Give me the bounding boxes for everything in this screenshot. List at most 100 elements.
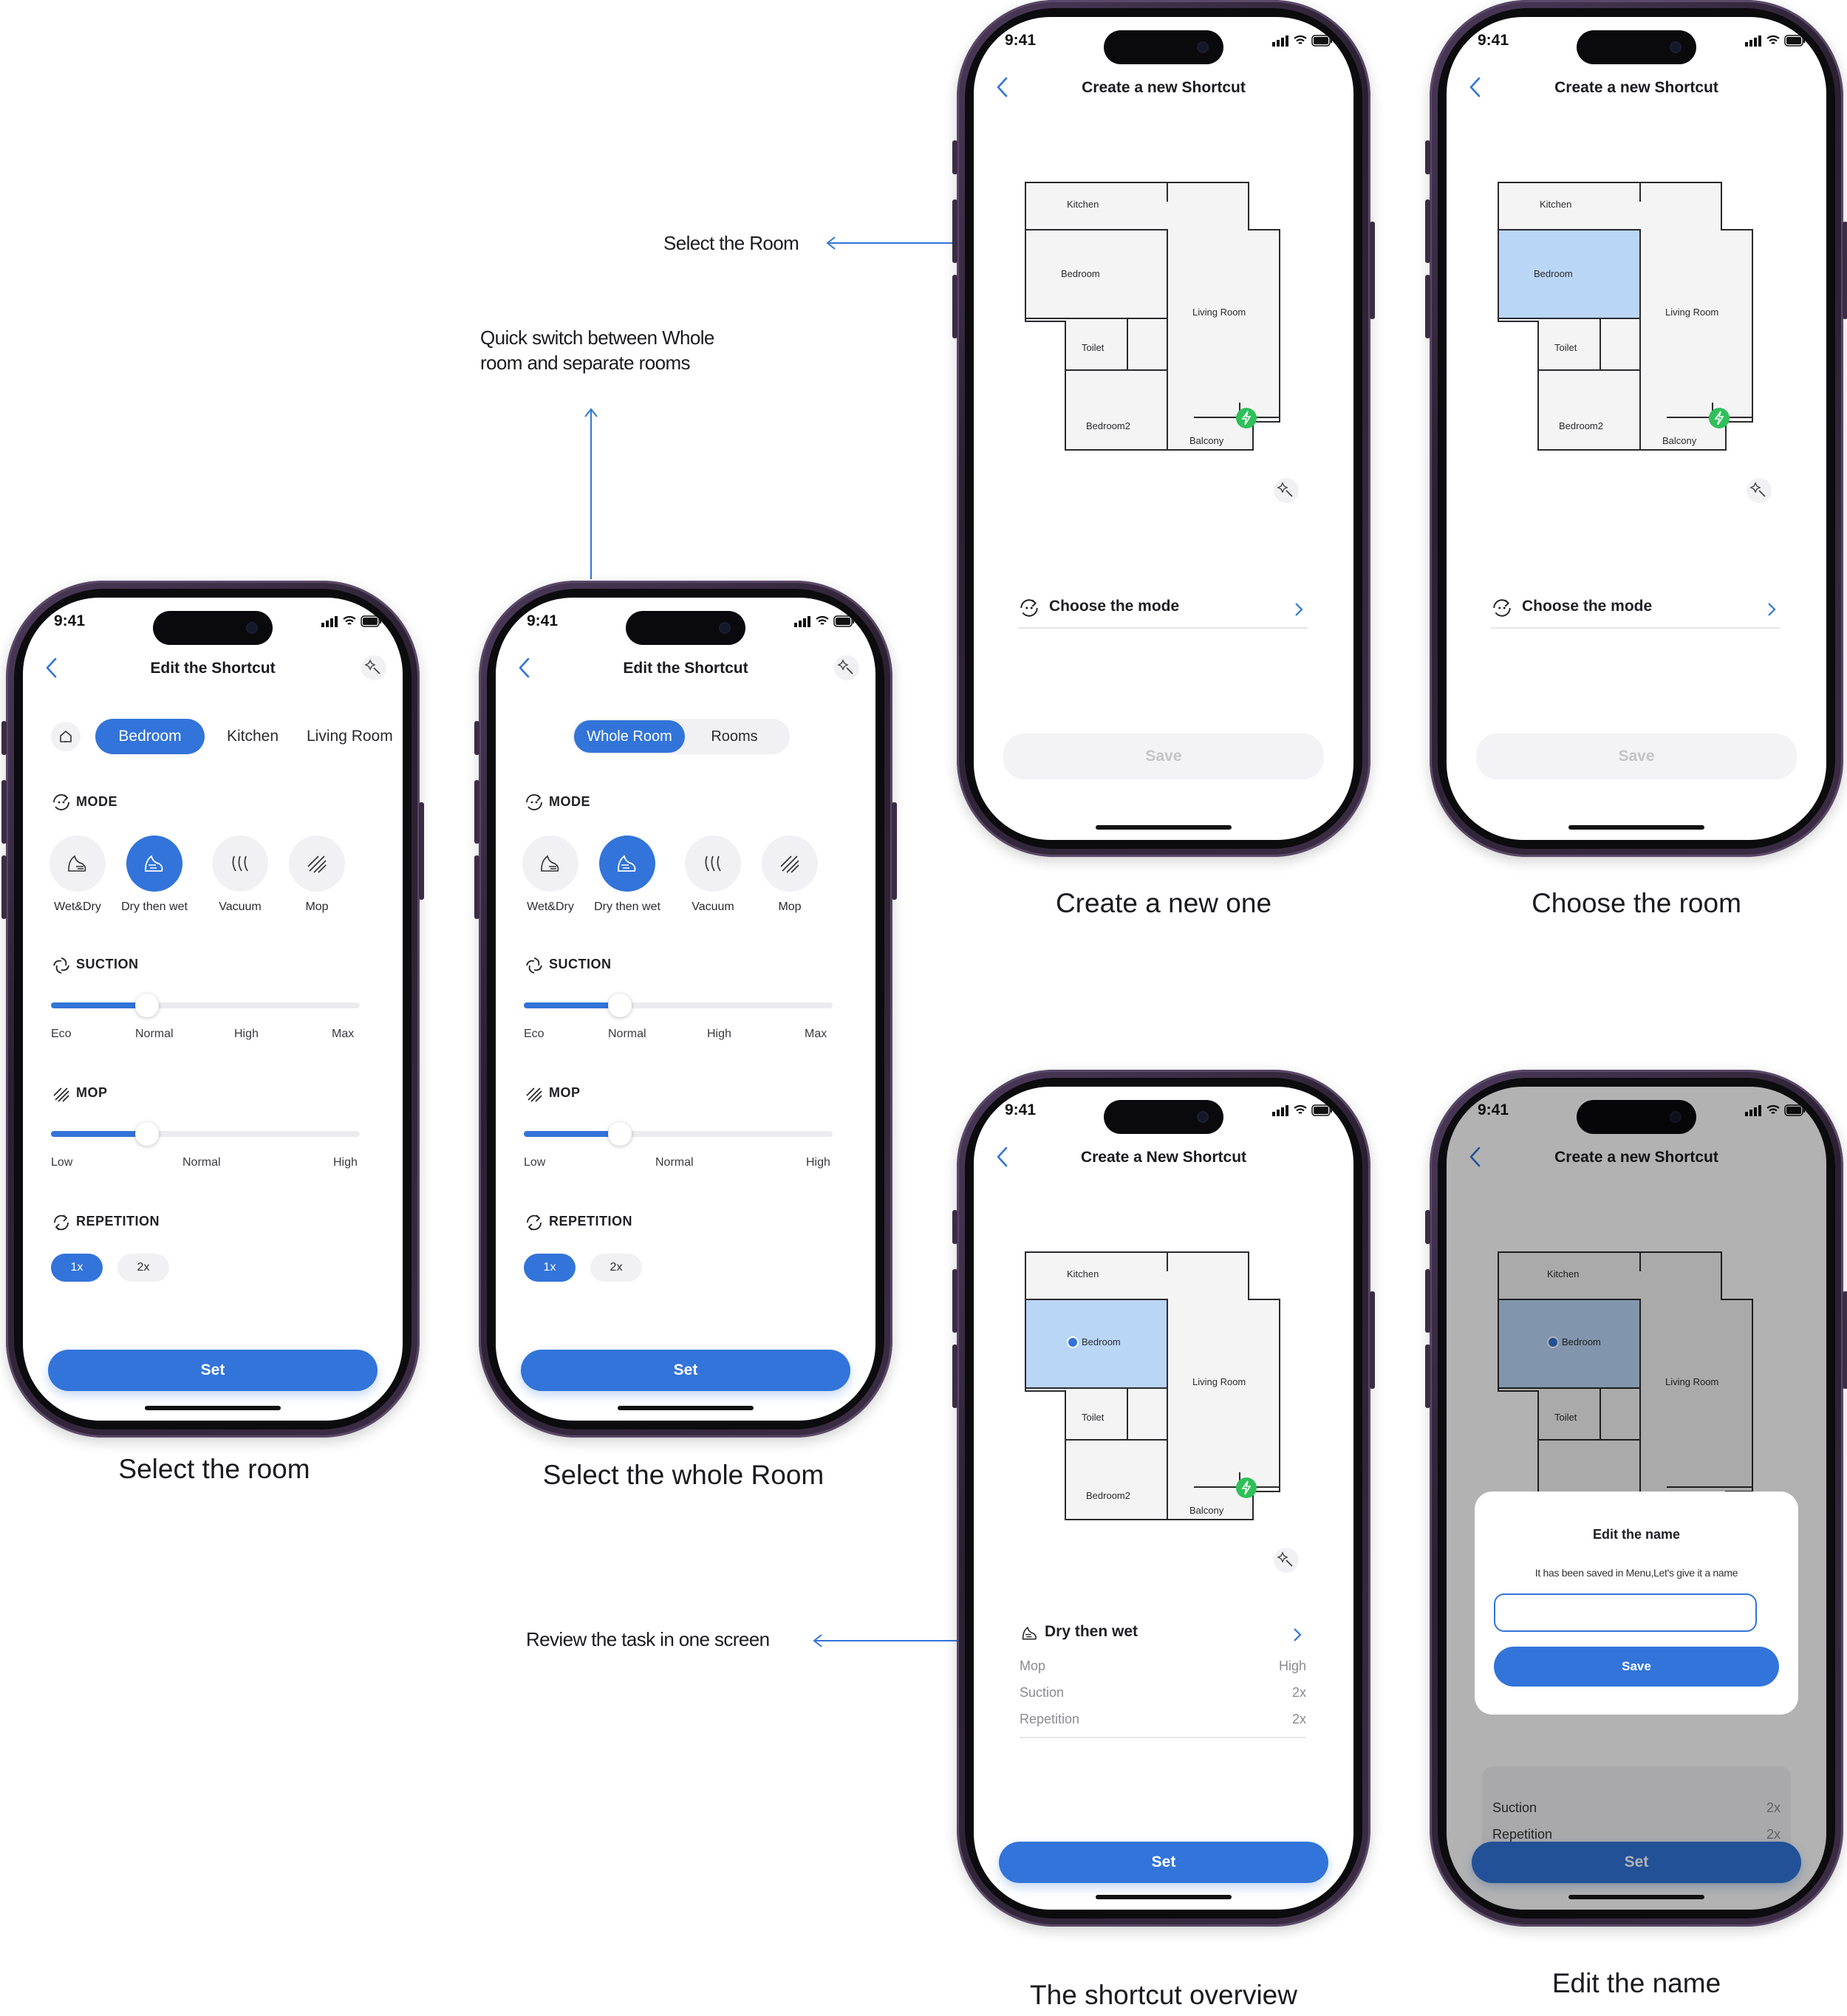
magic-wand-icon (1749, 482, 1766, 497)
save-button-disabled[interactable]: Save (1476, 734, 1797, 779)
room-label-living-room[interactable]: Living Room (1665, 1376, 1719, 1387)
back-chevron-icon[interactable] (1469, 1146, 1482, 1168)
phone-edit-whole-room: 9:41 Edit the Shortcut Whole Room Rooms … (474, 581, 897, 1438)
mop-tick-high: High (333, 1156, 358, 1169)
magic-wand-icon (1277, 1551, 1293, 1567)
choose-mode-row[interactable]: Choose the mode (1018, 590, 1308, 629)
map-magic-button[interactable] (1274, 1548, 1299, 1573)
modal-save-button[interactable]: Save (1494, 1647, 1779, 1687)
mop-section-title: MOP (51, 1082, 199, 1103)
room-label-living-room[interactable]: Living Room (1192, 1376, 1246, 1387)
room-tabs: Bedroom Kitchen Living Room (36, 719, 403, 754)
phone-edit-name: 9:41 Create a new Shortcut Kitchen Bedro… (1425, 1070, 1847, 1927)
segment-rooms[interactable]: Rooms (711, 728, 758, 745)
choose-mode-label: Choose the mode (1522, 598, 1653, 615)
room-label-living-room[interactable]: Living Room (1665, 307, 1719, 318)
suction-slider[interactable] (51, 994, 360, 1017)
repetition-1x[interactable]: 1x (51, 1254, 103, 1282)
name-input[interactable] (1494, 1593, 1757, 1632)
room-label-bedroom2[interactable]: Bedroom2 (1086, 1490, 1130, 1501)
annotation-select-room: Select the Room (663, 232, 799, 254)
save-button-disabled[interactable]: Save (1003, 734, 1324, 779)
annotation-review: Review the task in one screen (526, 1628, 770, 1650)
room-label-kitchen[interactable]: Kitchen (1067, 1268, 1099, 1279)
overview-mode-row[interactable]: Dry then wet (1020, 1619, 1306, 1648)
vacuum-icon (232, 855, 248, 872)
room-label-kitchen[interactable]: Kitchen (1067, 199, 1099, 210)
arrow-review (813, 1634, 984, 1647)
room-label-kitchen[interactable]: Kitchen (1540, 199, 1572, 210)
tab-bedroom[interactable]: Bedroom (95, 719, 205, 754)
vacuum-icon (705, 855, 721, 872)
mop-slider[interactable] (524, 1122, 833, 1146)
suction-slider-knob[interactable] (135, 994, 159, 1017)
repetition-2x[interactable]: 2x (117, 1254, 169, 1282)
set-button[interactable]: Set (999, 1842, 1328, 1883)
segment-whole-room[interactable]: Whole Room (574, 720, 685, 753)
mode-cycle-icon (526, 794, 542, 810)
room-label-bedroom2[interactable]: Bedroom2 (1559, 420, 1603, 431)
back-chevron-icon[interactable] (996, 76, 1009, 98)
floor-map: Kitchen Bedroom Living Room Toilet Bedro… (1024, 181, 1299, 503)
room-label-bedroom[interactable]: Bedroom (1562, 1336, 1601, 1347)
back-chevron-icon[interactable] (1469, 76, 1482, 98)
magic-wand-icon (1277, 482, 1293, 497)
room-label-toilet[interactable]: Toilet (1082, 342, 1105, 353)
suction-tick-normal: Normal (135, 1028, 174, 1040)
mop-slider[interactable] (51, 1122, 360, 1146)
map-magic-button[interactable] (1747, 478, 1772, 503)
magic-wand-button[interactable] (361, 655, 386, 680)
charging-dock-icon (1236, 1477, 1257, 1498)
wet-dry-icon (541, 855, 559, 872)
status-icons (794, 615, 854, 627)
suction-tick-max: Max (805, 1028, 827, 1040)
phone-edit-room: 9:41 Edit the Shortcut Bedroom Kitchen L… (1, 581, 424, 1438)
room-label-bedroom2[interactable]: Bedroom2 (1086, 420, 1130, 431)
set-button[interactable]: Set (521, 1350, 850, 1391)
suction-tick-normal: Normal (608, 1028, 646, 1040)
modal-subtitle: It has been saved in Menu,Let's give it … (1534, 1567, 1738, 1579)
room-label-balcony[interactable]: Balcony (1662, 435, 1697, 446)
room-label-toilet[interactable]: Toilet (1554, 342, 1577, 353)
tab-kitchen[interactable]: Kitchen (227, 728, 279, 745)
room-label-bedroom[interactable]: Bedroom (1534, 268, 1573, 279)
back-chevron-icon[interactable] (45, 657, 58, 679)
repetition-2x[interactable]: 2x (590, 1254, 642, 1282)
back-chevron-icon[interactable] (518, 657, 531, 679)
map-magic-button[interactable] (1274, 478, 1299, 503)
status-icons (321, 615, 381, 627)
tab-living-room[interactable]: Living Room (307, 728, 393, 745)
room-label-toilet[interactable]: Toilet (1554, 1412, 1577, 1423)
floor-plan (1025, 182, 1280, 451)
repetition-1x[interactable]: 1x (524, 1254, 576, 1282)
suction-slider-knob[interactable] (608, 994, 632, 1017)
room-label-balcony[interactable]: Balcony (1189, 435, 1224, 446)
mode-section-title: MODE (524, 791, 672, 812)
page-title: Create a New Shortcut (1080, 1149, 1247, 1166)
room-label-toilet[interactable]: Toilet (1082, 1412, 1105, 1423)
back-chevron-icon[interactable] (996, 1146, 1009, 1168)
repeat-icon (54, 1214, 69, 1231)
mop-slider-knob[interactable] (135, 1122, 159, 1146)
dynamic-island (1577, 30, 1696, 64)
room-label-balcony[interactable]: Balcony (1189, 1505, 1224, 1516)
room-label-living-room[interactable]: Living Room (1192, 307, 1246, 318)
suction-slider[interactable] (524, 994, 833, 1017)
mop-tick-normal: Normal (655, 1156, 694, 1169)
chevron-right-icon (1768, 603, 1776, 616)
arrow-quick-switch (584, 408, 598, 579)
phone-create-new: 9:41 Create a new Shortcut Kitchen (952, 0, 1375, 857)
dry-then-wet-icon (1022, 1626, 1037, 1640)
set-button[interactable]: Set (48, 1350, 378, 1391)
set-button[interactable]: Set (1472, 1842, 1801, 1883)
room-label-bedroom[interactable]: Bedroom (1082, 1336, 1121, 1347)
room-label-bedroom[interactable]: Bedroom (1061, 268, 1100, 279)
mop-slider-knob[interactable] (608, 1122, 632, 1146)
magic-wand-button[interactable] (834, 655, 859, 680)
floor-map: Kitchen Bedroom Living Room Toilet Bedro… (1497, 181, 1772, 503)
choose-mode-row[interactable]: Choose the mode (1491, 590, 1781, 629)
mode-cycle-icon (1493, 599, 1511, 617)
room-label-kitchen[interactable]: Kitchen (1547, 1268, 1580, 1279)
home-button[interactable] (51, 722, 81, 751)
